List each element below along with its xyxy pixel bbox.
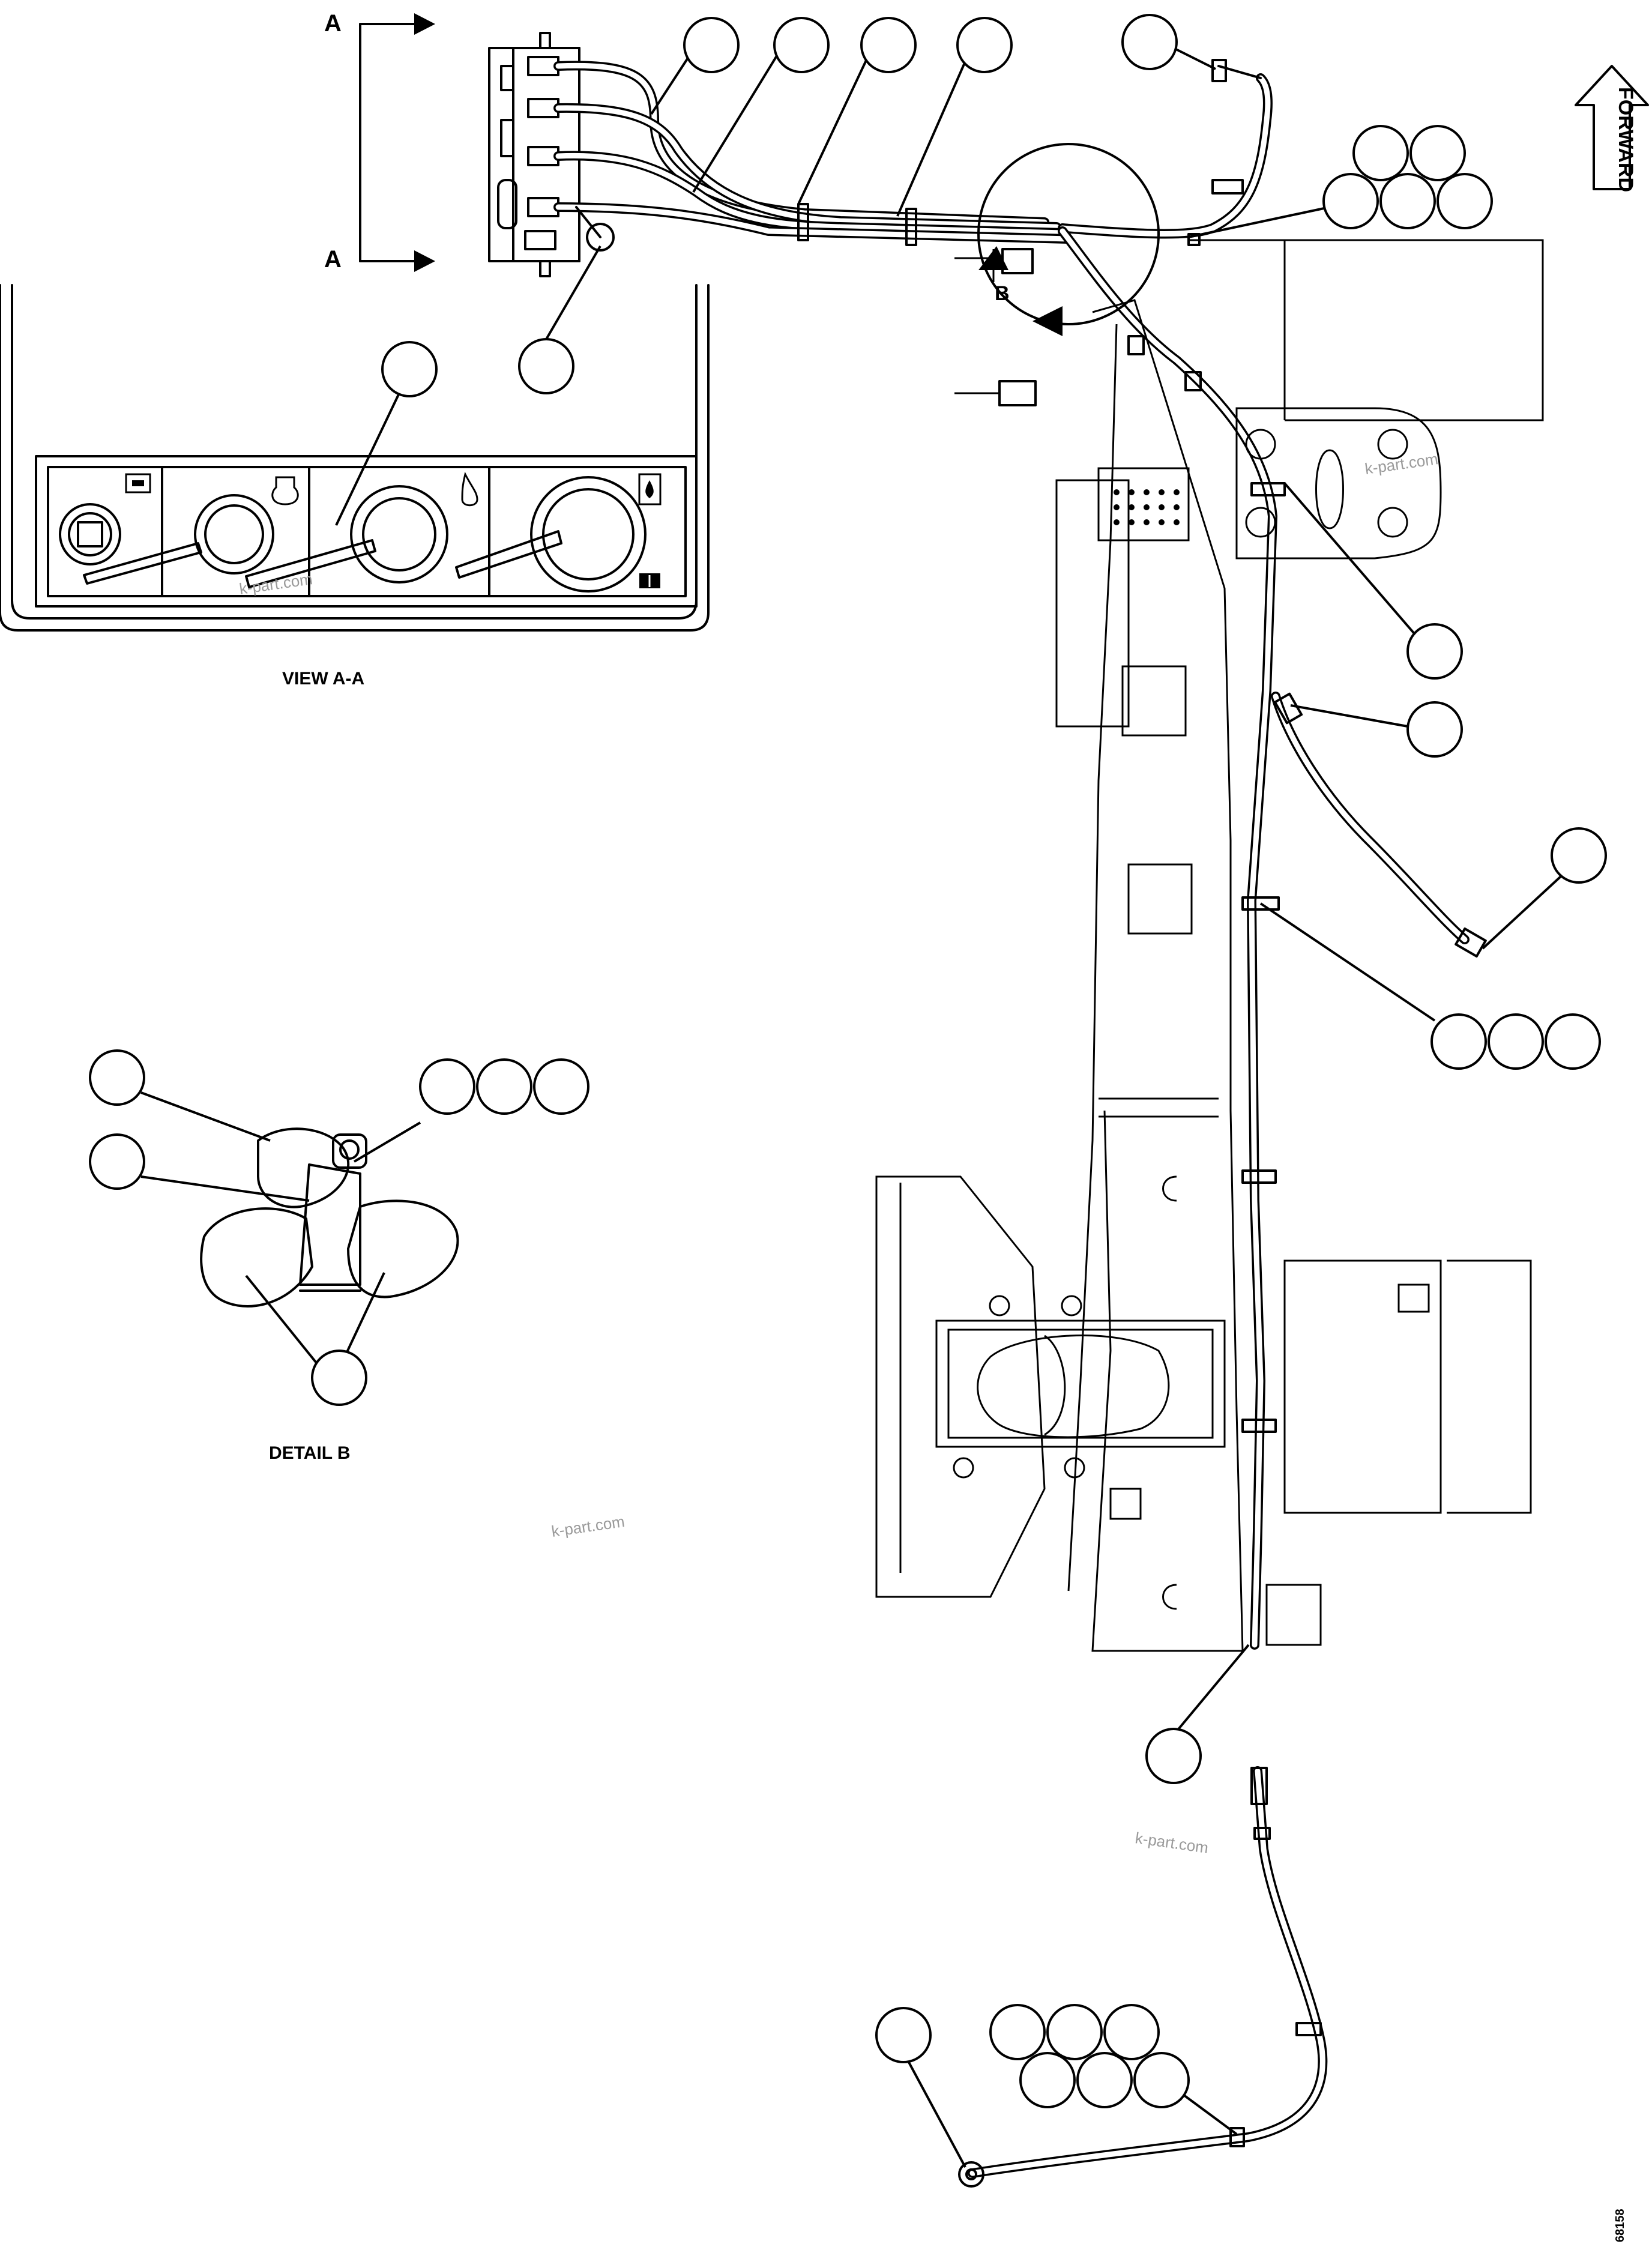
coolant-icon [271,476,299,505]
callout-balloon [683,17,740,73]
callout-balloon [1046,2004,1103,2060]
callout-balloon [533,1058,589,1115]
watermark: k-part.com [238,570,314,598]
hose-along-boom [1058,226,1286,1650]
watermark: k-part.com [550,1512,626,1540]
view-aa-label: VIEW A-A [282,669,364,689]
section-a-marker: A A [324,10,435,273]
oil-drop-icon [461,471,478,507]
callout-balloon [860,17,917,73]
callout-balloon [875,2007,932,2063]
view-aa-panel: VIEW A-A [0,284,710,689]
callout-balloons [89,14,1607,2108]
boom-structure [1055,299,1244,1652]
forward-label: FORWARD [1614,87,1637,192]
callout-balloon [311,1350,367,1406]
callout-balloon [1103,2004,1160,2060]
callout-balloon [89,1133,145,1190]
callout-balloon [1430,1013,1487,1070]
hose-upper-right [1058,59,1273,246]
callout-balloon [1076,2052,1133,2108]
callout-balloon [518,338,574,394]
drawing-number: 68158 [1614,2209,1627,2242]
boom-hole-grid [1114,489,1180,525]
callout-balloon [419,1058,475,1115]
watermark: k-part.com [1364,450,1439,478]
hose-lower [958,1766,1328,2188]
callout-balloon [89,1049,145,1106]
callout-leaders [140,35,1562,2168]
callout-balloon [1379,173,1436,229]
callout-balloon [1551,827,1607,884]
callout-balloon [956,17,1013,73]
hose-branch-right [1271,692,1487,958]
callout-balloon [1019,2052,1076,2108]
callout-balloon [1406,701,1463,758]
detail-b-marker-label: B [995,282,1010,305]
manual-book-icon [639,573,660,588]
detail-b-label: DETAIL B [269,1443,351,1463]
forward-arrow: FORWARD [1575,65,1649,192]
callout-balloon [989,2004,1046,2060]
detail-b-drawing: DETAIL B [200,1127,459,1463]
callout-balloon [1322,173,1379,229]
callout-balloon [1409,125,1466,181]
detail-b-marker: B [954,143,1160,406]
chassis-frame [1189,239,1544,559]
callout-balloon [1145,1728,1202,1784]
callout-balloon [1352,125,1409,181]
callout-balloon [1488,1013,1544,1070]
callout-balloon [1121,14,1178,70]
section-a-top-label: A [324,10,342,37]
callout-balloon [1436,173,1493,229]
callout-balloon [1133,2052,1190,2108]
hose-bundle-top [553,61,1073,252]
fuel-gauge-icon [125,473,151,493]
callout-balloon [1406,623,1463,680]
callout-balloon [1545,1013,1601,1070]
swing-frame [875,1175,1532,1646]
fuel-can-icon [638,473,662,505]
callout-balloon [381,341,438,397]
section-a-bottom-label: A [324,246,342,273]
watermark: k-part.com [1134,1829,1210,1857]
callout-balloon [476,1058,532,1115]
callout-balloon [773,17,830,73]
